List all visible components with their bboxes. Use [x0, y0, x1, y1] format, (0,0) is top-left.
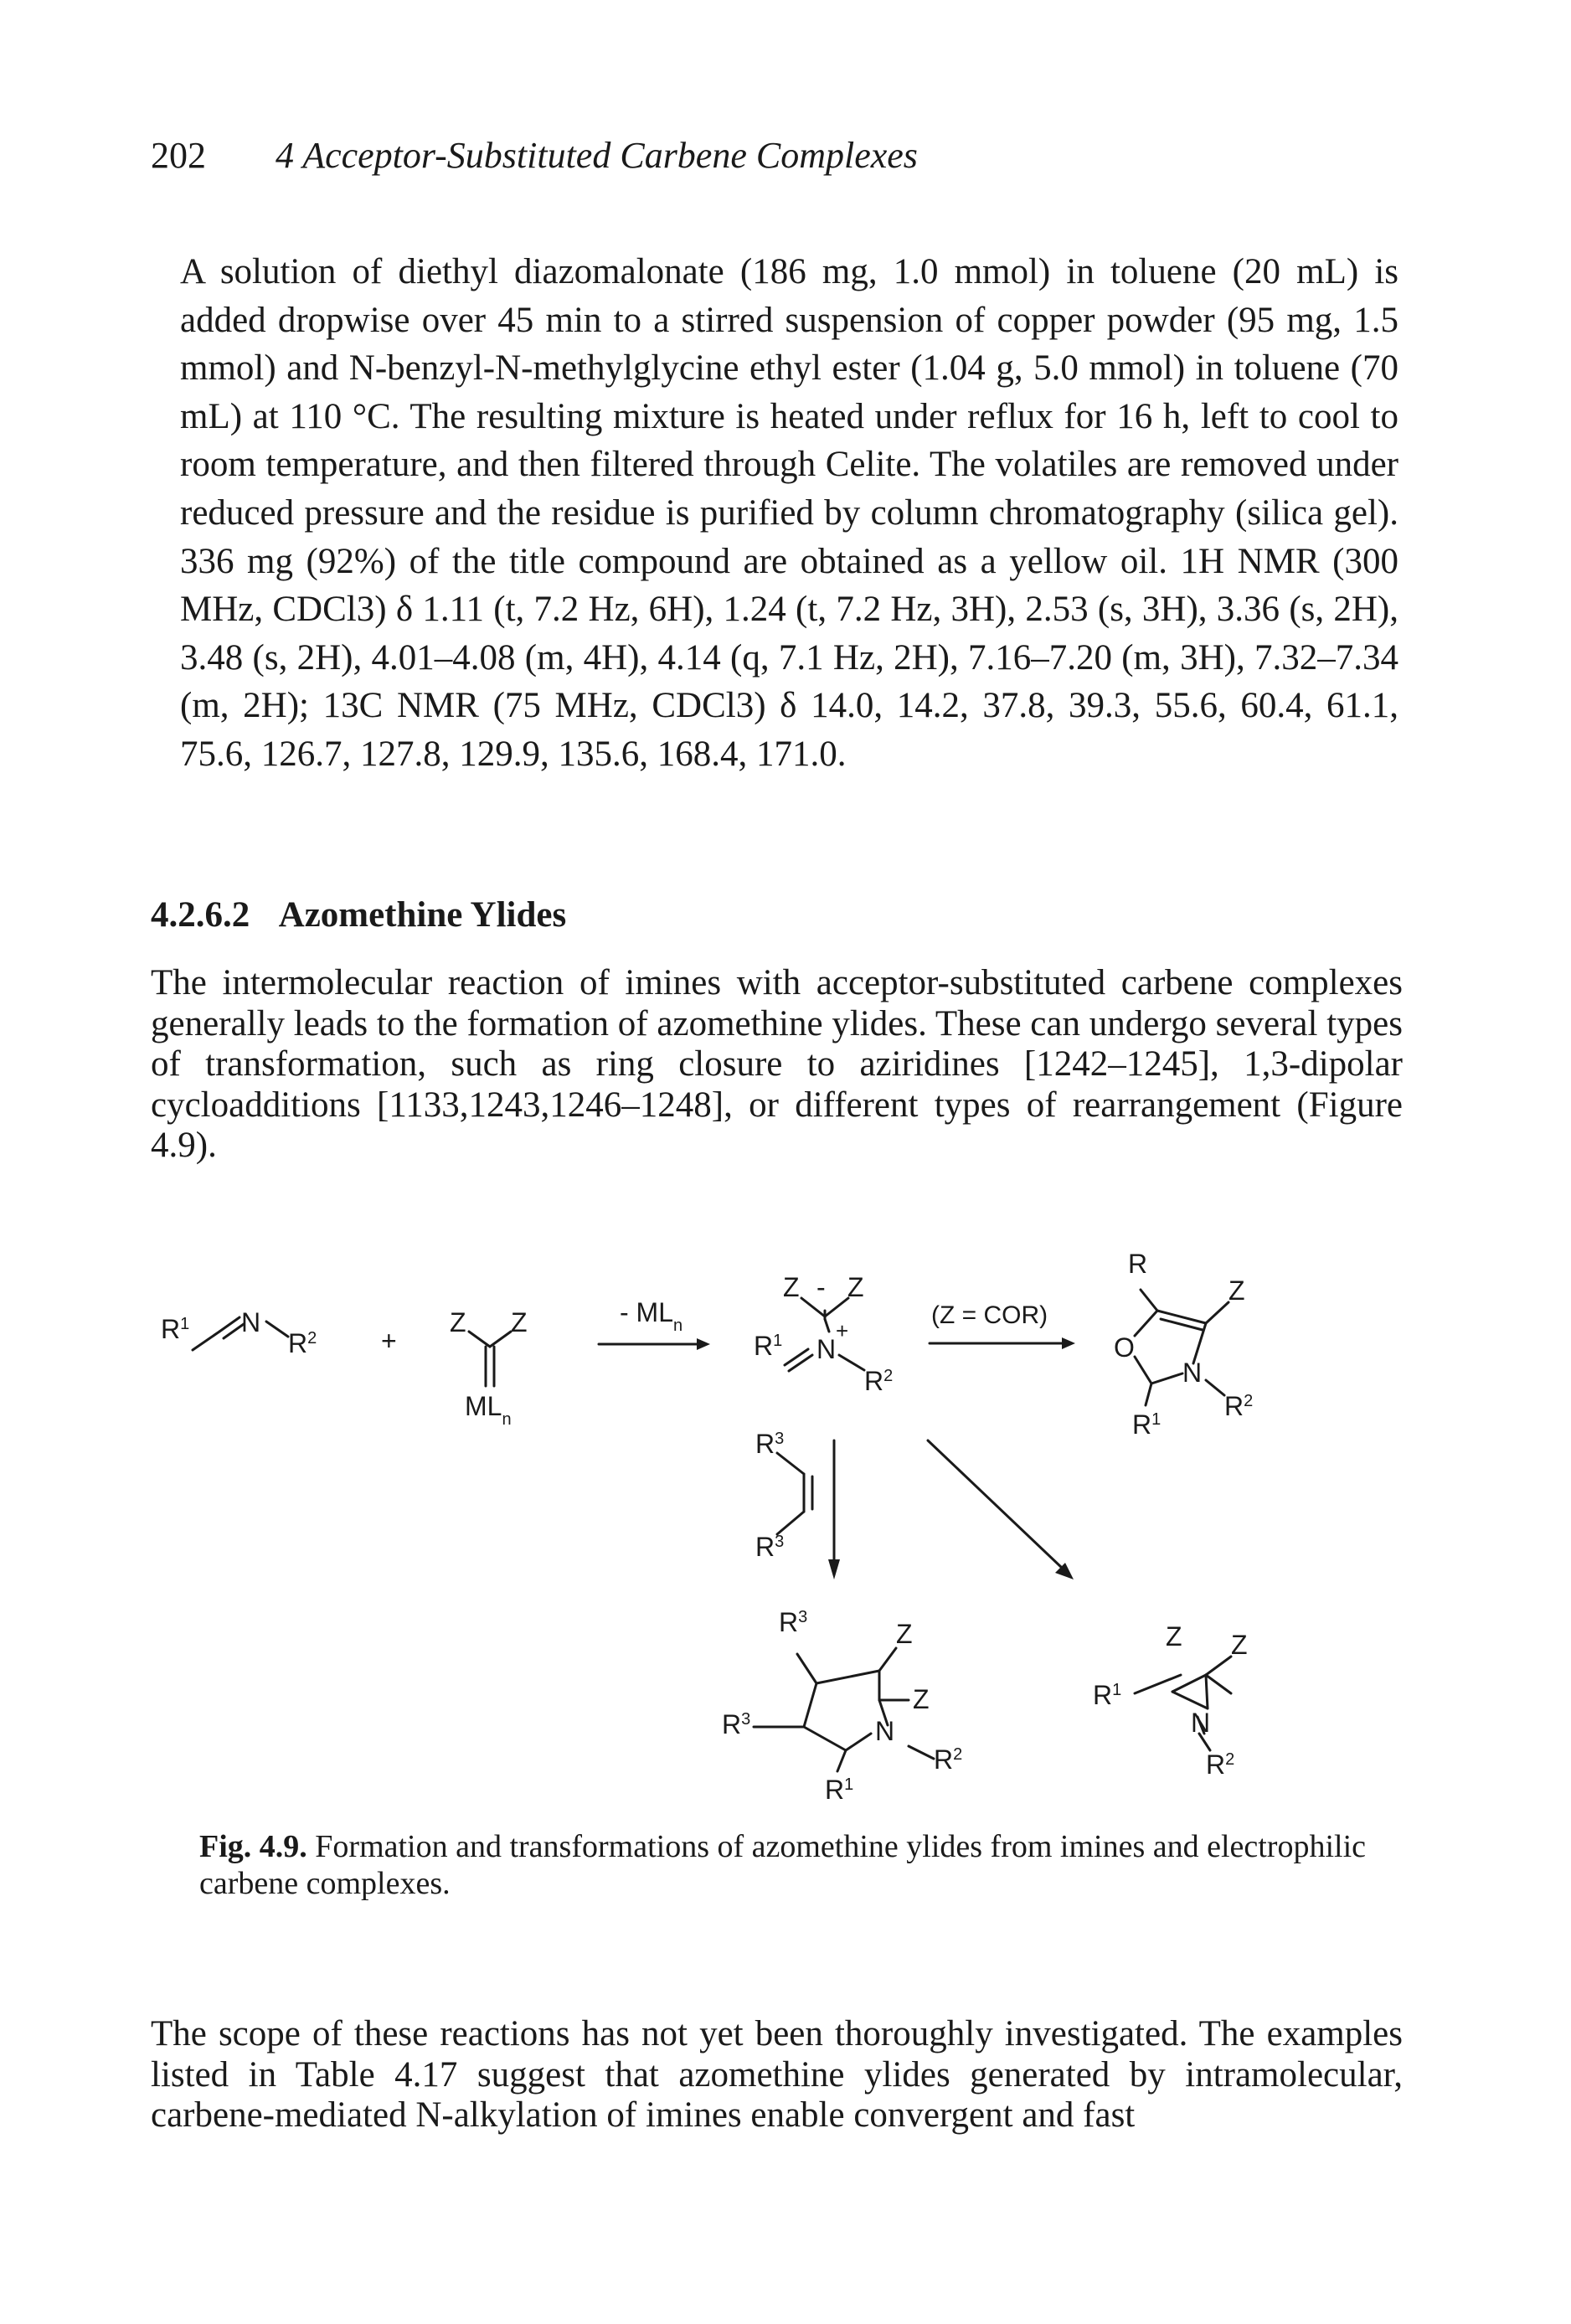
svg-text:N: N: [1182, 1358, 1202, 1388]
svg-text:R1: R1: [825, 1775, 853, 1805]
svg-text:Z: Z: [1231, 1630, 1248, 1660]
section-heading: 4.2.6.2 Azomethine Ylides: [151, 894, 566, 935]
svg-text:R3: R3: [755, 1532, 784, 1562]
running-title: 4 Acceptor-Substituted Carbene Complexes: [276, 135, 918, 176]
svg-text:R1: R1: [1132, 1409, 1161, 1440]
figure-label: Fig. 4.9.: [199, 1829, 307, 1864]
svg-text:R2: R2: [934, 1744, 962, 1775]
svg-text:Z: Z: [783, 1272, 800, 1302]
intro-paragraph: The intermolecular reaction of imines wi…: [151, 963, 1403, 1165]
svg-text:- MLn: - MLn: [620, 1297, 682, 1335]
section-number: 4.2.6.2: [151, 895, 250, 935]
metal-ligand: ML: [465, 1391, 502, 1421]
page-number: 202: [151, 135, 206, 176]
caption-text: Formation and transformations of azometh…: [199, 1829, 1367, 1901]
svg-text:N: N: [1191, 1708, 1210, 1738]
svg-text:N: N: [816, 1334, 836, 1364]
svg-text:R2: R2: [1206, 1749, 1234, 1780]
svg-text:R2: R2: [288, 1328, 317, 1358]
reagent-arrow-label: - ML: [620, 1297, 673, 1327]
svg-text:R3: R3: [779, 1607, 807, 1637]
figure-caption: Fig. 4.9. Formation and transformations …: [199, 1828, 1405, 1902]
svg-text:R2: R2: [1224, 1391, 1253, 1421]
plus-sign: +: [381, 1326, 397, 1356]
svg-text:Z: Z: [913, 1684, 930, 1714]
svg-text:R3: R3: [755, 1429, 784, 1459]
imine-r1: R: [161, 1314, 180, 1344]
svg-text:Z: Z: [896, 1619, 913, 1649]
experimental-procedure: A solution of diethyl diazomalonate (186…: [180, 252, 1398, 774]
svg-text:MLn: MLn: [465, 1391, 512, 1429]
svg-text:R2: R2: [864, 1366, 893, 1396]
svg-text:+: +: [836, 1318, 848, 1343]
svg-text:R1: R1: [1093, 1680, 1121, 1710]
imine-n: N: [241, 1307, 260, 1337]
svg-text:R1: R1: [161, 1314, 189, 1344]
scope-paragraph: The scope of these reactions has not yet…: [151, 2014, 1403, 2135]
svg-text:N: N: [875, 1716, 894, 1746]
svg-text:-: -: [816, 1272, 826, 1302]
svg-text:Z: Z: [1166, 1621, 1182, 1652]
svg-text:Z: Z: [450, 1307, 466, 1337]
svg-text:Z: Z: [511, 1307, 528, 1337]
svg-text:O: O: [1114, 1332, 1135, 1363]
svg-text:R1: R1: [754, 1331, 782, 1361]
svg-text:Z: Z: [847, 1272, 864, 1302]
svg-text:Z: Z: [1228, 1275, 1245, 1306]
page-header: 202 4 Acceptor-Substituted Carbene Compl…: [151, 134, 918, 177]
section-title: Azomethine Ylides: [278, 895, 567, 935]
condition-label: (Z = COR): [931, 1301, 1048, 1329]
svg-text:R3: R3: [722, 1709, 750, 1739]
svg-text:R: R: [1128, 1249, 1147, 1279]
